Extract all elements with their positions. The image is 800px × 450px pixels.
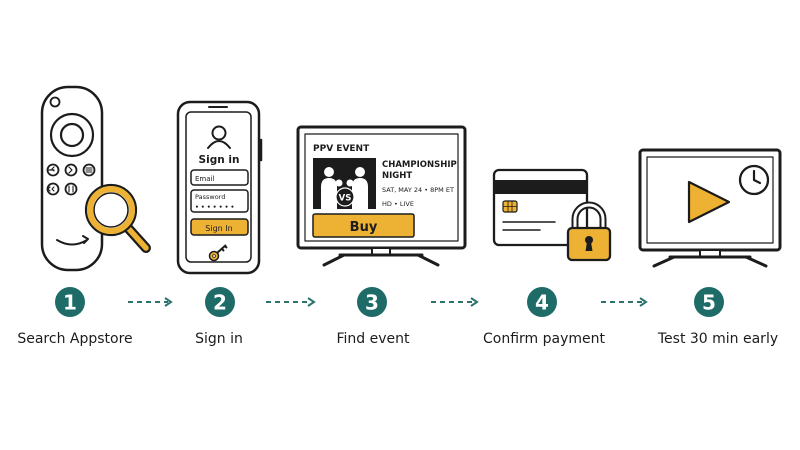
credit-card-icon [492,168,589,247]
fighters-icon [313,158,376,209]
step-4-label: Confirm payment [483,331,606,347]
step-5-label: Test 30 min early [657,331,778,347]
step-4-badge: 4 [527,287,557,317]
step-3-badge: 3 [357,287,387,317]
email-label: Email [195,175,214,183]
arrow-4-5 [601,297,648,307]
buy-button[interactable]: Buy [312,213,415,238]
event-title-line2: NIGHT [382,171,412,181]
sign-in-button[interactable]: Sign In [190,218,249,236]
step-2-label: Sign in [195,331,243,347]
remote-icon [40,85,104,272]
sign-in-title: Sign in [199,154,240,166]
email-field[interactable]: Email [190,169,249,186]
arrow-1-2 [128,297,173,307]
key-icon [208,244,228,262]
step-3-number: 3 [365,291,379,315]
password-field[interactable]: Password • • • • • • • [190,189,249,213]
password-label: Password [195,193,225,201]
padlock-icon [566,201,612,262]
sign-in-button-label: Sign In [205,224,232,233]
step-2-number: 2 [213,291,227,315]
magnifier-icon [84,183,151,253]
clock-icon [738,164,770,196]
event-title-line1: CHAMPIONSHIP [382,160,457,170]
arrow-3-4 [431,297,479,307]
phone-icon [176,100,263,275]
event-quality: HD • LIVE [382,200,414,208]
step-1-label: Search Appstore [17,331,132,347]
step-5-number: 5 [702,291,716,315]
step-5-badge: 5 [694,287,724,317]
step-4-number: 4 [535,291,549,315]
step-1-number: 1 [63,291,77,315]
arrow-2-3 [266,297,316,307]
event-date: SAT, MAY 24 • 8PM ET [382,186,454,194]
password-mask: • • • • • • • [195,204,234,211]
user-icon [207,125,231,149]
buy-button-label: Buy [350,220,378,235]
step-1-badge: 1 [55,287,85,317]
play-icon [687,180,731,224]
ppv-header: PPV EVENT [313,144,370,154]
vs-label: VS [339,194,352,204]
step-2-badge: 2 [205,287,235,317]
step-3-label: Find event [336,331,410,347]
